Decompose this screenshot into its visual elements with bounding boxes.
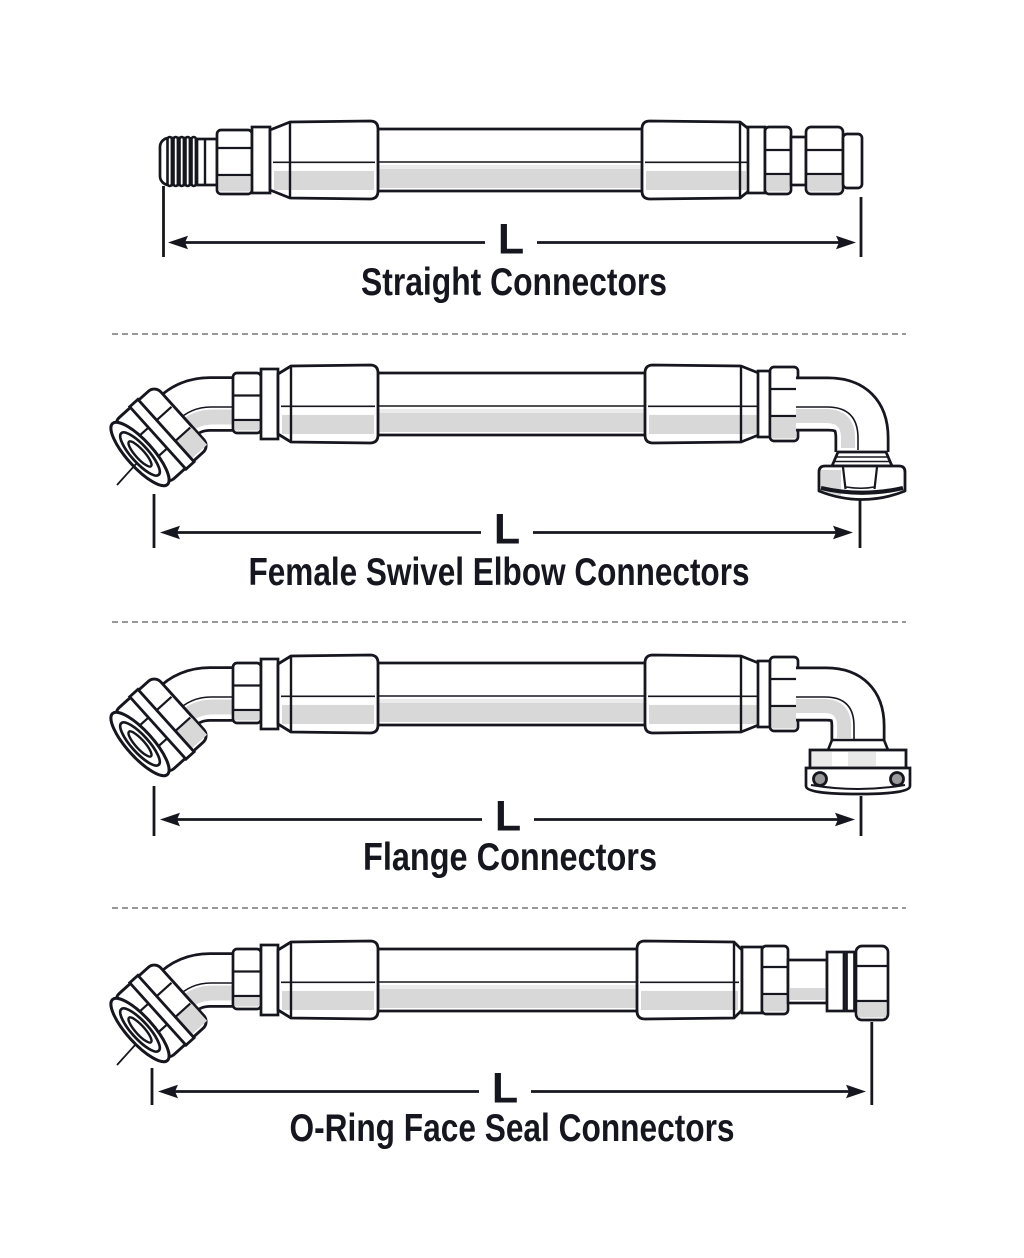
svg-text:O-Ring Face Seal Connectors: O-Ring Face Seal Connectors (290, 1107, 735, 1150)
svg-text:L: L (495, 793, 521, 841)
svg-text:L: L (492, 1065, 518, 1113)
svg-text:Flange Connectors: Flange Connectors (363, 836, 657, 879)
svg-text:Straight Connectors: Straight Connectors (361, 261, 667, 304)
svg-text:L: L (494, 506, 520, 554)
svg-text:Female Swivel Elbow Connectors: Female Swivel Elbow Connectors (249, 551, 750, 594)
svg-text:L: L (498, 216, 524, 264)
